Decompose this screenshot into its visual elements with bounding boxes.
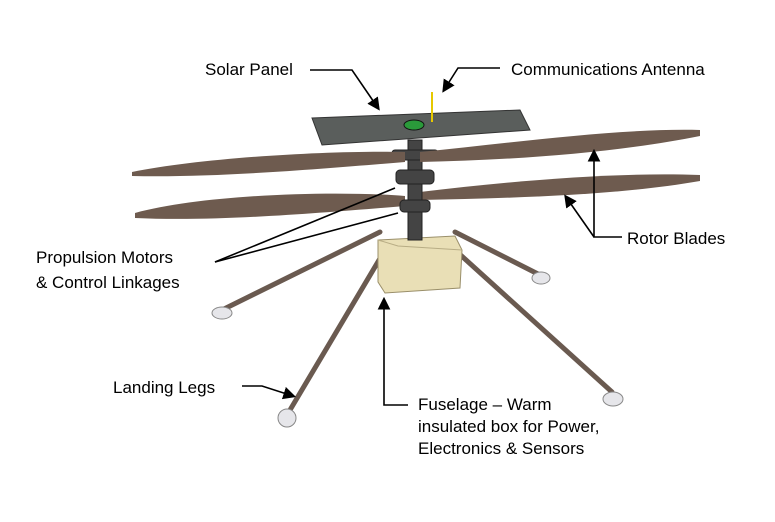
label-line: insulated box for Power,: [418, 417, 600, 436]
label-communications-antenna: Communications Antenna: [511, 60, 705, 79]
fuselage: [377, 235, 463, 294]
landing-legs: [219, 229, 615, 413]
leg-feet: [211, 271, 624, 428]
label-line: Fuselage – Warm: [418, 395, 552, 414]
label-landing-legs: Landing Legs: [113, 378, 216, 397]
label-fuselage: Fuselage – Warm insulated box for Power,…: [418, 394, 599, 460]
label-solar-panel: Solar Panel: [205, 60, 293, 79]
label-rotor-blades: Rotor Blades: [627, 229, 726, 248]
lower-rotor-blades: [135, 174, 700, 219]
label-line: Electronics & Sensors: [418, 439, 585, 458]
label-line: Propulsion Motors: [36, 248, 174, 267]
callout-lines: [214, 67, 622, 406]
upper-rotor-blades: [132, 129, 700, 177]
label-propulsion-motors: Propulsion Motors & Control Linkages: [36, 247, 180, 294]
label-line: & Control Linkages: [36, 273, 180, 292]
antenna-base: [403, 119, 425, 131]
